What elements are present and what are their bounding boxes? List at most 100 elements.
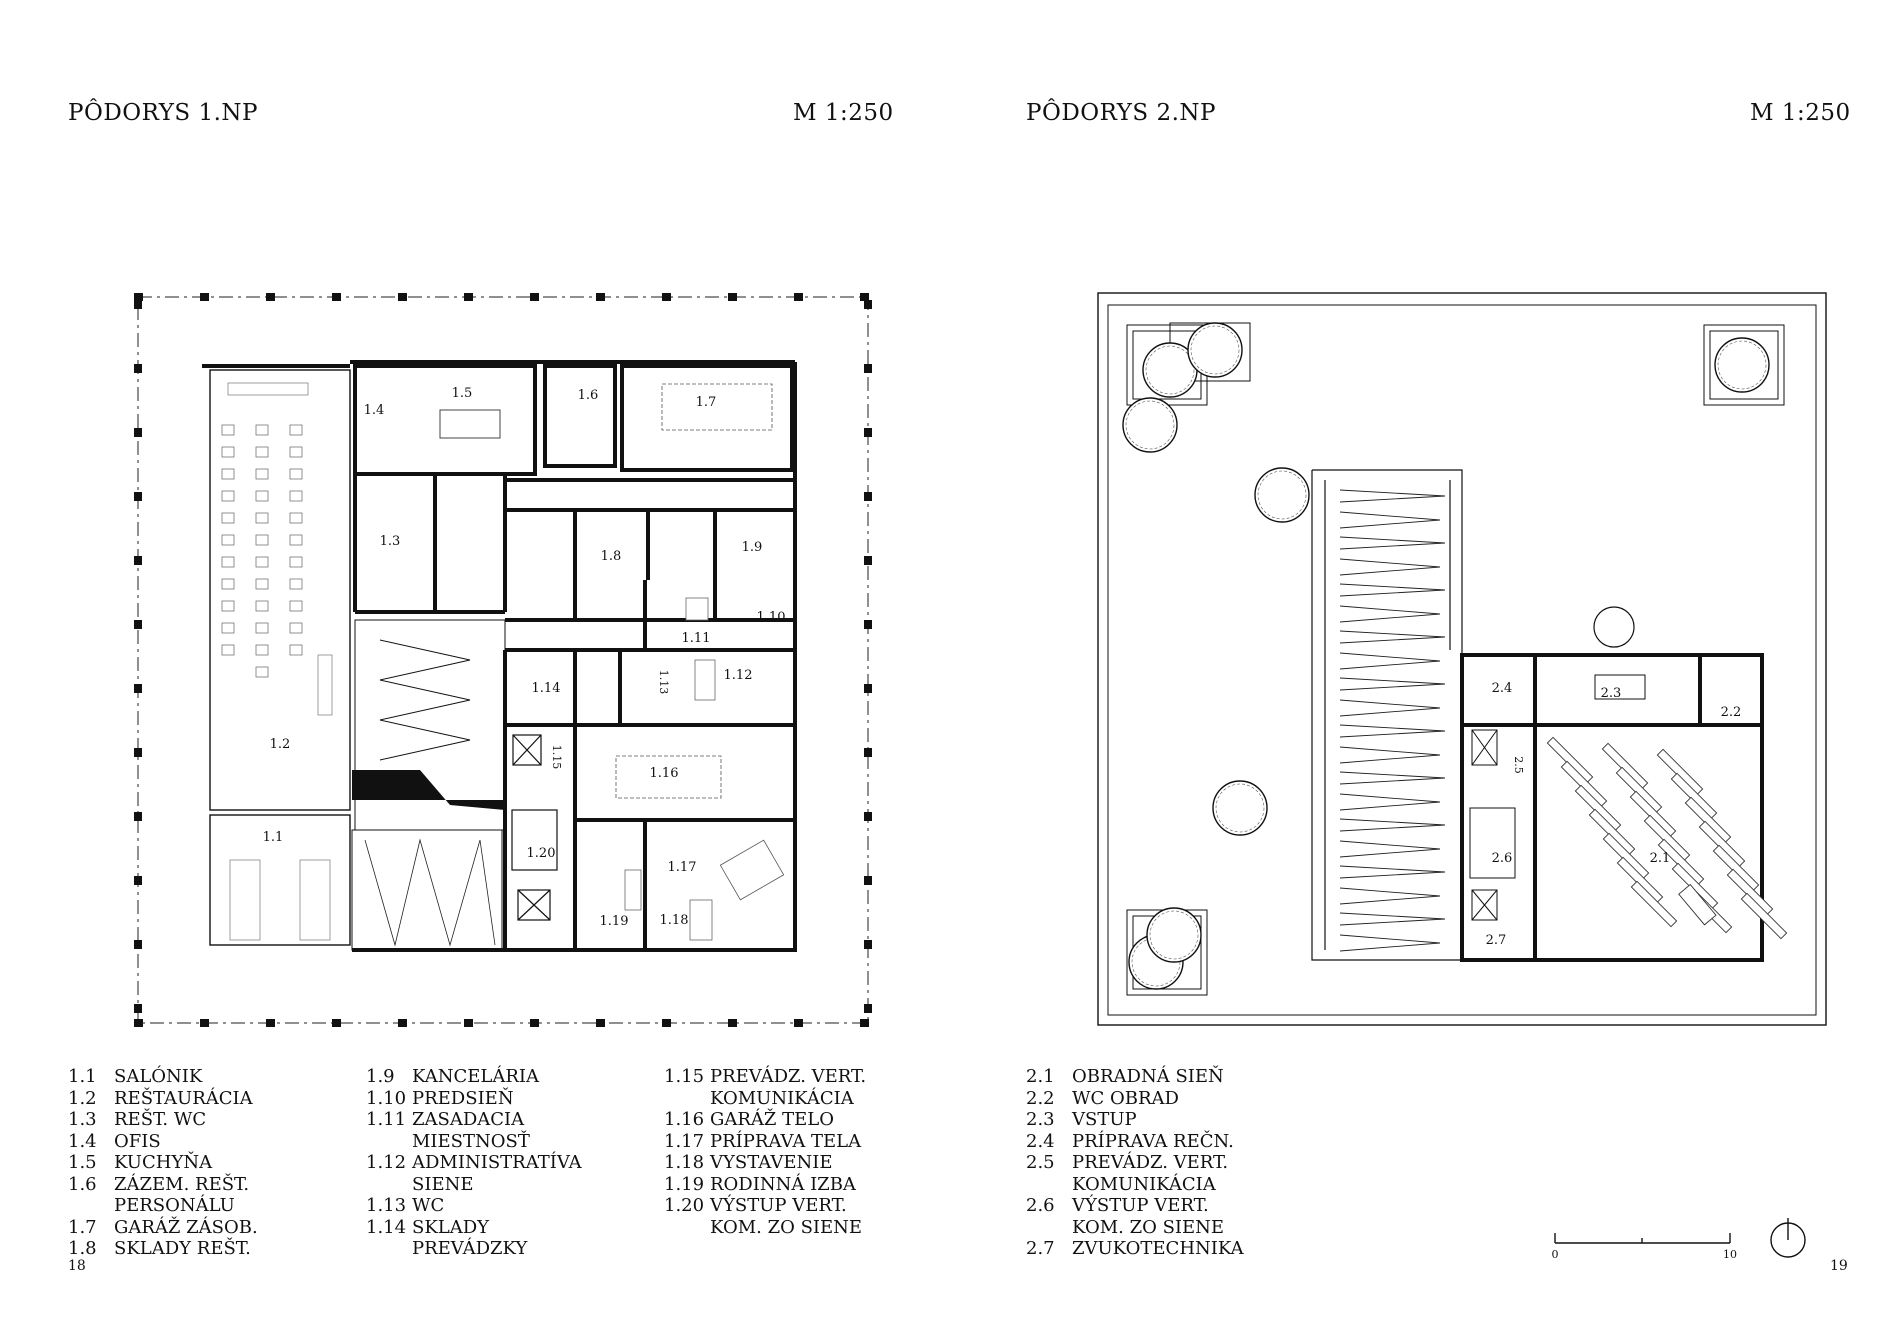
room-label-1-14: 1.14 <box>532 681 561 696</box>
column <box>464 293 473 301</box>
right-plan-scale: M 1:250 <box>1750 100 1851 126</box>
room-label-2-5: 2.5 <box>1512 756 1525 774</box>
column <box>864 492 872 501</box>
skylight-triangle <box>1339 771 1446 785</box>
chair <box>289 622 303 634</box>
skylight-triangle <box>1339 818 1446 832</box>
chair <box>255 578 269 590</box>
room-label-1-10: 1.10 <box>757 610 786 625</box>
legend-number: 1.15 <box>664 1066 705 1087</box>
legend-name: WC OBRAD <box>1072 1087 1179 1109</box>
room-label-1-17: 1.17 <box>668 860 697 875</box>
column <box>464 1019 473 1027</box>
legend-name-continued: PREVÁDZKY <box>412 1238 528 1259</box>
legend-number: 2.4 <box>1026 1130 1055 1152</box>
legend-name: ZÁZEM. REŠT. <box>114 1173 250 1195</box>
legend-name: ZVUKOTECHNIKA <box>1072 1238 1244 1259</box>
legend-name-continued: KOMUNIKÁCIA <box>1072 1173 1216 1195</box>
column <box>864 300 872 309</box>
room-label-1-20: 1.20 <box>527 846 556 861</box>
column <box>332 293 341 301</box>
chair <box>289 556 303 568</box>
legend-number: 1.12 <box>366 1152 407 1173</box>
chair <box>221 512 235 524</box>
room-label-1-3: 1.3 <box>380 534 401 549</box>
column <box>134 492 142 501</box>
right-plan-title: PÔDORYS 2.NP <box>1026 100 1217 126</box>
room-label-1-2: 1.2 <box>270 737 291 752</box>
legend-name: VÝSTUP VERT. <box>1072 1195 1209 1216</box>
legend-item: 2.6 VÝSTUP VERT. <box>1026 1195 1244 1217</box>
chair <box>289 578 303 590</box>
legend-name-continued: KOM. ZO SIENE <box>710 1216 863 1238</box>
chair <box>255 446 269 458</box>
legend-number: 1.20 <box>664 1195 705 1216</box>
legend-name: ZASADACIA <box>412 1109 525 1130</box>
skylight-triangle <box>1339 724 1446 738</box>
column <box>864 748 872 757</box>
roof-skylights <box>1339 489 1446 952</box>
legend-number: 1.19 <box>664 1173 705 1195</box>
column <box>134 556 142 565</box>
legend-item: 1.6 ZÁZEM. REŠT. <box>68 1174 258 1196</box>
chair <box>289 468 303 480</box>
column <box>266 1019 275 1027</box>
room-label-2-3: 2.3 <box>1601 686 1622 701</box>
room-label-1-16: 1.16 <box>650 766 679 781</box>
left-plan-scale: M 1:250 <box>793 100 894 126</box>
room-label-1-5: 1.5 <box>452 386 473 401</box>
restaurant-furniture <box>221 424 303 678</box>
legend-number: 1.16 <box>664 1109 705 1130</box>
ground-floor-plan: 1.1 1.2 1.3 1.4 1.5 1.6 1.7 1.8 1.9 1.10… <box>134 293 872 1027</box>
skylight-triangle <box>1339 865 1446 879</box>
chair <box>289 600 303 612</box>
column <box>134 364 142 373</box>
skylight-triangle <box>1339 699 1441 717</box>
legend-name: PRÍPRAVA REČN. <box>1072 1130 1234 1152</box>
chair <box>255 512 269 524</box>
room-label-1-7: 1.7 <box>696 395 717 410</box>
legend-number: 2.6 <box>1026 1195 1055 1216</box>
skylight-triangle <box>1339 536 1446 550</box>
legend-number: 1.14 <box>366 1216 407 1238</box>
column <box>864 1004 872 1013</box>
legend-name: VÝSTUP VERT. <box>710 1195 847 1216</box>
legend-name: VSTUP <box>1072 1109 1137 1130</box>
legend-number: 1.6 <box>68 1173 97 1195</box>
legend-name: KUCHYŇA <box>114 1152 213 1173</box>
left-plan-title: PÔDORYS 1.NP <box>68 100 259 126</box>
chair <box>221 468 235 480</box>
column <box>134 940 142 949</box>
legend-number: 2.5 <box>1026 1152 1055 1173</box>
skylight-triangle <box>1339 887 1441 905</box>
legend-name: SKLADY REŠT. <box>114 1238 251 1259</box>
column <box>864 876 872 885</box>
column <box>266 293 275 301</box>
legend-name: WC <box>412 1195 445 1216</box>
legend-name-continued: SIENE <box>412 1173 474 1195</box>
chair <box>289 534 303 546</box>
skylight-triangle <box>1339 630 1446 644</box>
north-arrow-icon <box>1770 1218 1806 1258</box>
legend-name-continued: MIESTNOSŤ <box>412 1130 530 1152</box>
legend-number: 1.17 <box>664 1130 705 1152</box>
legend-number: 1.1 <box>68 1066 97 1087</box>
column <box>864 940 872 949</box>
column <box>134 812 142 821</box>
chair <box>255 622 269 634</box>
chair <box>255 666 269 678</box>
chair <box>289 512 303 524</box>
legend-name: PRÍPRAVA TELA <box>710 1130 862 1152</box>
room-label-1-18: 1.18 <box>660 913 689 928</box>
column <box>864 684 872 693</box>
